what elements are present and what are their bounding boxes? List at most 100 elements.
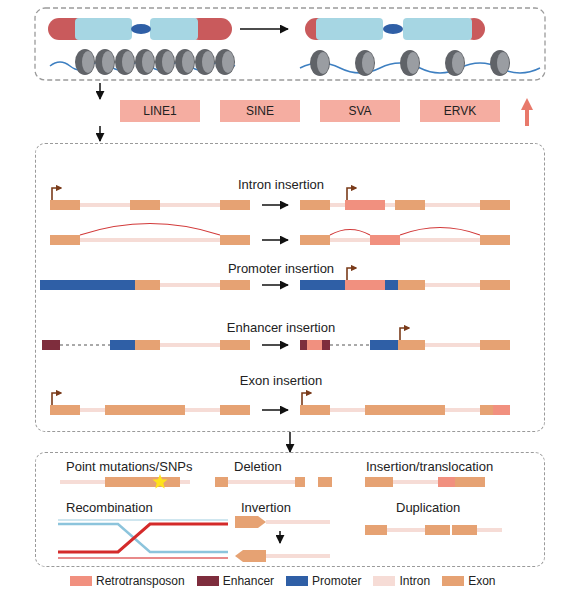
mechanism-heading: Point mutations/SNPs [66, 459, 192, 474]
nucleosome [155, 49, 175, 75]
nucleosome-face [162, 51, 174, 73]
retrotransposon [307, 340, 322, 350]
flow-arrow [240, 28, 288, 30]
exon [220, 280, 250, 290]
flow-arrow [262, 204, 288, 206]
strand [58, 557, 228, 559]
flow-arrow [262, 239, 288, 241]
exon [480, 280, 510, 290]
exon [365, 525, 387, 535]
legend-label: Retrotransposon [96, 574, 185, 588]
flow-arrow [262, 284, 288, 286]
exon [480, 340, 510, 350]
nucleosome-face [182, 51, 194, 73]
legend-swatch [373, 576, 395, 586]
distance-line [330, 345, 370, 346]
nucleosome-face [362, 52, 374, 74]
element-name: ERVK [444, 104, 476, 118]
legend-swatch [442, 576, 464, 586]
nucleosome [400, 50, 420, 76]
exon [452, 525, 477, 535]
exon [50, 235, 80, 245]
enhancer [322, 340, 330, 350]
mechanism-panel: Point mutations/SNPs Deletion Insertion/tr… [35, 452, 545, 567]
recombination [58, 520, 228, 558]
element-name: SINE [246, 104, 274, 118]
promoter [40, 280, 135, 290]
nucleosome-face [122, 51, 134, 73]
intron [266, 520, 330, 524]
nucleosome-face [202, 51, 214, 73]
splice-arc [80, 224, 220, 236]
element-name: LINE1 [143, 104, 176, 118]
exon [105, 405, 185, 415]
chromosome-arm [75, 18, 132, 40]
mutation-star [152, 474, 167, 488]
mechanism-panel: Intron insertionPromoter insertionEnhanc… [35, 143, 545, 432]
strand [58, 524, 228, 552]
enhancer [42, 340, 60, 350]
mechanism-heading: Deletion [234, 459, 282, 474]
exon [398, 280, 425, 290]
compact-chromatin [50, 49, 235, 75]
nucleosome [355, 50, 375, 76]
intron [425, 283, 480, 287]
nucleosome-face [497, 52, 509, 74]
intron [228, 480, 295, 484]
centromere [131, 24, 151, 34]
nucleosome-face [102, 51, 114, 73]
increase-arrow [525, 104, 529, 126]
exon [50, 405, 80, 415]
retrotransposon [345, 200, 385, 210]
exon [480, 405, 510, 415]
flow-arrow [262, 409, 288, 411]
retrotransposon [493, 405, 510, 415]
intron [477, 528, 502, 532]
nucleosome [115, 49, 135, 75]
exon [220, 405, 250, 415]
element-name: SVA [348, 104, 371, 118]
legend-label: Promoter [312, 574, 361, 588]
legend-item: Intron [373, 574, 430, 588]
flow-arrow [262, 344, 288, 346]
chromosome-short [305, 18, 485, 40]
retrotransposon-box: SINE [220, 100, 300, 122]
nucleosome-face [222, 51, 234, 73]
intron [393, 480, 438, 484]
inversion [235, 516, 330, 562]
mechanism-heading: Insertion/translocation [366, 459, 493, 474]
mechanism-heading: Duplication [396, 500, 460, 515]
flow-arrow [289, 432, 291, 452]
nucleosome [445, 50, 465, 76]
point-mutation [60, 474, 190, 488]
legend-swatch [286, 576, 308, 586]
exon [300, 405, 330, 415]
gene-model [50, 393, 510, 415]
retrotransposon [345, 280, 385, 290]
distance-line [60, 345, 110, 346]
nucleosome-face [407, 52, 419, 74]
exon [395, 200, 425, 210]
flow-arrow [99, 83, 101, 99]
legend-label: Enhancer [223, 574, 274, 588]
enhancer [300, 340, 307, 350]
deletion [215, 477, 332, 487]
exon [220, 235, 250, 245]
legend-item: Retrotransposon [70, 574, 185, 588]
mechanism-heading: Exon insertion [240, 373, 322, 388]
tss-flag [52, 188, 61, 200]
exon [398, 340, 425, 350]
mechanism-heading: Promoter insertion [228, 261, 334, 276]
exon [455, 477, 485, 487]
exon [130, 200, 160, 210]
legend-label: Exon [468, 574, 495, 588]
exon [295, 477, 305, 487]
exon [105, 477, 180, 487]
mechanism-heading: Intron insertion [238, 177, 324, 192]
tss-flag [52, 393, 61, 405]
centromere [383, 24, 403, 34]
mechanism-heading: Enhancer insertion [227, 320, 335, 335]
gene-arrow [235, 516, 266, 528]
strand [58, 524, 228, 552]
exon [480, 235, 510, 245]
